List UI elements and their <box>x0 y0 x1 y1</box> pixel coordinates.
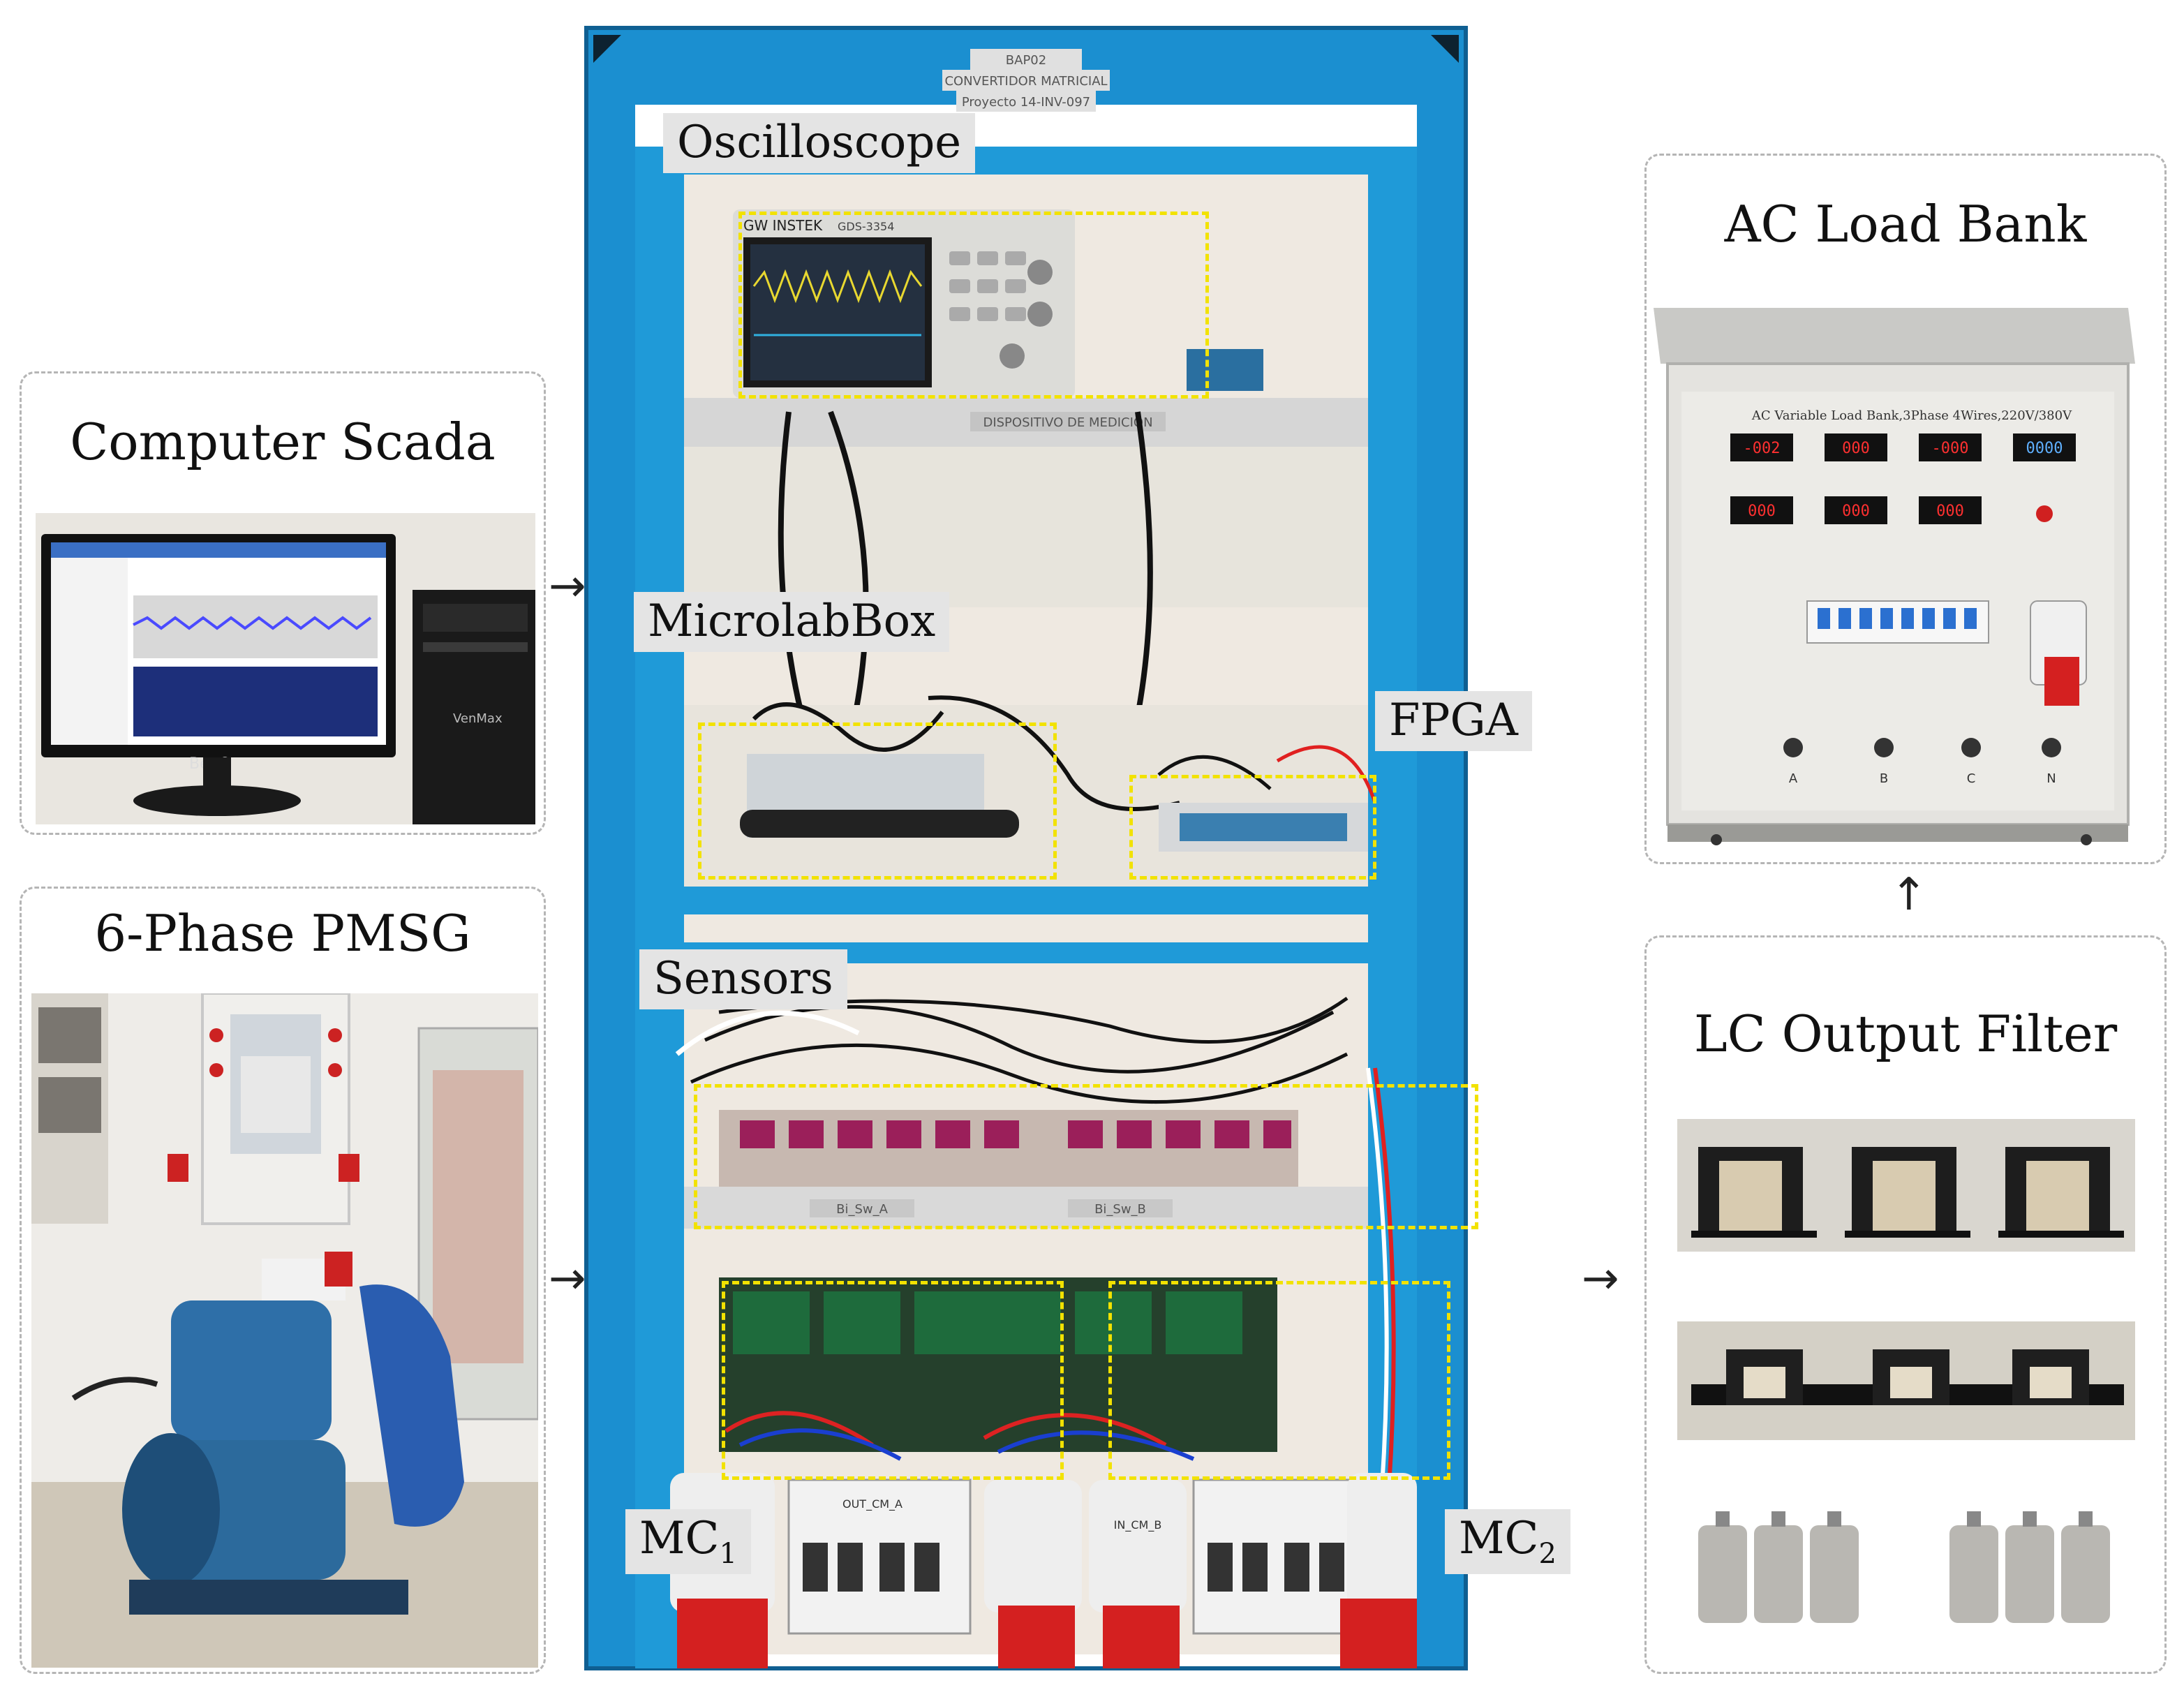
ac-load-bank-photo: AC Variable Load Bank,3Phase 4Wires,220V… <box>1654 308 2160 845</box>
load-reading-1: -002 <box>1744 440 1781 457</box>
load-reading-3: -000 <box>1932 440 1969 457</box>
microlabbox-highlight <box>698 722 1057 880</box>
rack-plate-line-2: CONVERTIDOR MATRICIAL <box>944 74 1107 89</box>
breaker-label-in: IN_CM_B <box>1114 1518 1162 1532</box>
oscilloscope-model: GDS-3354 <box>838 220 894 233</box>
svg-text:VenMax: VenMax <box>453 711 503 726</box>
ac-load-bank-title: AC Load Bank <box>1724 195 2087 253</box>
terminal-a: A <box>1789 771 1798 786</box>
mc1-label-sub: 1 <box>719 1537 737 1570</box>
sensors-label: Sensors <box>639 949 847 1009</box>
board-label-a: Bi_Sw_A <box>836 1202 888 1217</box>
mc2-label-base: MC <box>1459 1513 1539 1564</box>
terminal-c: C <box>1967 771 1976 786</box>
oscilloscope-label: Oscilloscope <box>663 113 976 173</box>
sensors-highlight <box>694 1084 1478 1229</box>
rack-plate-line-3: Proyecto 14-INV-097 <box>962 95 1090 110</box>
arrow-pmsg-to-rack: → <box>549 1253 586 1305</box>
rack-plate-line-1: BAP02 <box>1006 53 1046 68</box>
board-label-b: Bi_Sw_B <box>1094 1202 1146 1217</box>
oscilloscope-highlight <box>738 212 1209 399</box>
mc1-label-base: MC <box>639 1513 720 1564</box>
computer-scada-photo: VenMax BenQ <box>36 513 535 824</box>
load-reading-6: 000 <box>1842 503 1870 520</box>
computer-scada-title: Computer Scada <box>70 413 496 471</box>
computer-scada-panel: Computer Scada VenMax BenQ <box>20 371 546 835</box>
lc-output-filter-panel: LC Output Filter <box>1644 935 2167 1674</box>
arrow-rack-to-filter: → <box>1582 1253 1619 1305</box>
matrix-converter-rack-photo: BAP02 CONVERTIDOR MATRICIAL Proyecto 14-… <box>579 21 1590 1674</box>
mc1-highlight <box>722 1281 1064 1480</box>
arrow-computer-to-rack: → <box>549 561 586 612</box>
pmsg-photo <box>31 993 538 1668</box>
fpga-highlight <box>1129 775 1376 880</box>
mc2-label: MC2 <box>1445 1509 1570 1574</box>
terminal-b: B <box>1880 771 1888 786</box>
load-reading-5: 000 <box>1748 503 1776 520</box>
pmsg-panel: 6-Phase PMSG <box>20 887 546 1674</box>
breaker-label-out: OUT_CM_A <box>842 1497 902 1511</box>
load-bank-plate: AC Variable Load Bank,3Phase 4Wires,220V… <box>1751 408 2072 423</box>
capacitors-photo <box>1677 1504 2135 1630</box>
inductors-photo-top <box>1677 1119 2135 1252</box>
ac-load-bank-panel: AC Load Bank AC Variable Load Bank,3Phas… <box>1644 154 2167 864</box>
shelf-label: DISPOSITIVO DE MEDICION <box>983 415 1152 430</box>
oscilloscope-brand: GW INSTEK <box>743 217 823 234</box>
fpga-label: FPGA <box>1375 691 1532 751</box>
mc2-highlight <box>1108 1281 1450 1480</box>
lc-output-filter-title: LC Output Filter <box>1693 1005 2118 1063</box>
load-reading-7: 000 <box>1936 503 1964 520</box>
pmsg-title: 6-Phase PMSG <box>94 904 471 963</box>
mc2-label-sub: 2 <box>1538 1537 1557 1570</box>
terminal-n: N <box>2046 771 2056 786</box>
arrow-filter-to-load: ↑ <box>1890 869 1928 921</box>
microlabbox-label: MicrolabBox <box>634 592 950 652</box>
load-reading-2: 000 <box>1842 440 1870 457</box>
inductors-photo-bottom <box>1677 1321 2135 1440</box>
load-reading-4: 0000 <box>2026 440 2063 457</box>
mc1-label: MC1 <box>625 1509 751 1574</box>
